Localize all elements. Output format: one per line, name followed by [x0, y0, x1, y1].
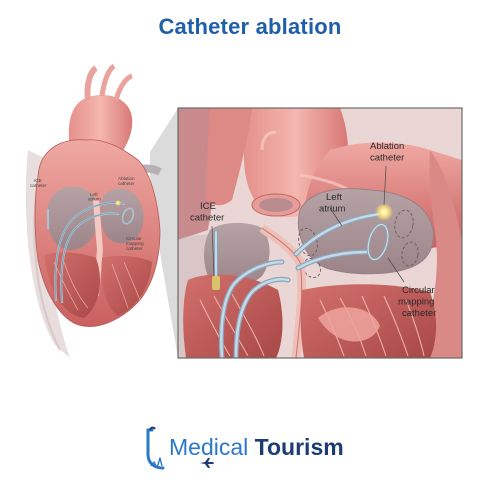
small-left-atrium-label: Left atrium — [88, 192, 101, 202]
airplane-icon — [200, 458, 214, 468]
small-ice-label: ICE catheter — [30, 178, 47, 188]
medical-tourism-logo[interactable]: Medical Tourism — [143, 424, 373, 474]
brand-word-medical: Medical — [169, 434, 249, 460]
inset-circular-label: Circular mapping catheter — [398, 285, 437, 319]
stethoscope-plane-icon — [146, 426, 165, 470]
page-title: Catheter ablation — [158, 14, 342, 39]
brand-word-tourism: Tourism — [254, 434, 344, 460]
inset-ablation-label: Ablation catheter — [370, 141, 407, 164]
inset-panel: Ablation catheter Left atrium ICE cathet… — [177, 107, 463, 359]
brand-wordmark: Medical Tourism — [169, 434, 344, 461]
small-circular-label: Circular mapping catheter — [126, 236, 145, 251]
small-ablation-label: Ablation catheter — [118, 176, 136, 186]
inset-left-atrium-label: Left atrium — [319, 192, 345, 215]
small-heart: ICE catheter Ablation catheter Left atri… — [25, 63, 163, 358]
inset-border — [177, 107, 463, 359]
inset-ice-label: ICE catheter — [190, 201, 224, 224]
